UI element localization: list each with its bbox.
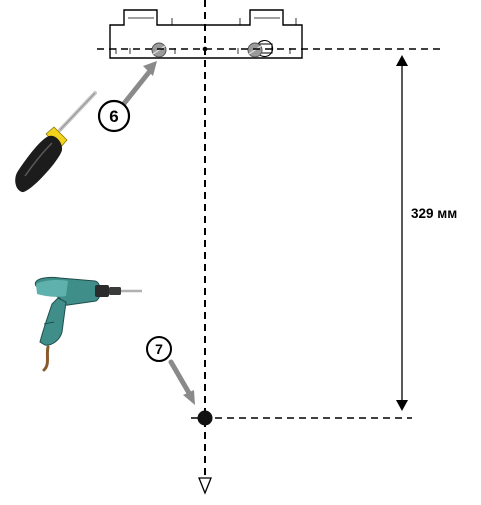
step-6-callout: 6 bbox=[97, 61, 157, 133]
step-7-callout: 7 bbox=[146, 336, 195, 405]
drill-point-marker bbox=[197, 410, 213, 426]
step-6-number: 6 bbox=[109, 107, 118, 126]
step-7-number: 7 bbox=[155, 341, 163, 357]
down-arrow-icon bbox=[198, 477, 212, 495]
dimension-label: 329 мм bbox=[411, 206, 457, 221]
dimension-arrow bbox=[396, 55, 408, 411]
screw-right bbox=[247, 42, 263, 58]
screw-left bbox=[151, 42, 167, 58]
electric-drill-icon bbox=[34, 276, 142, 372]
screwdriver-icon bbox=[15, 91, 97, 193]
